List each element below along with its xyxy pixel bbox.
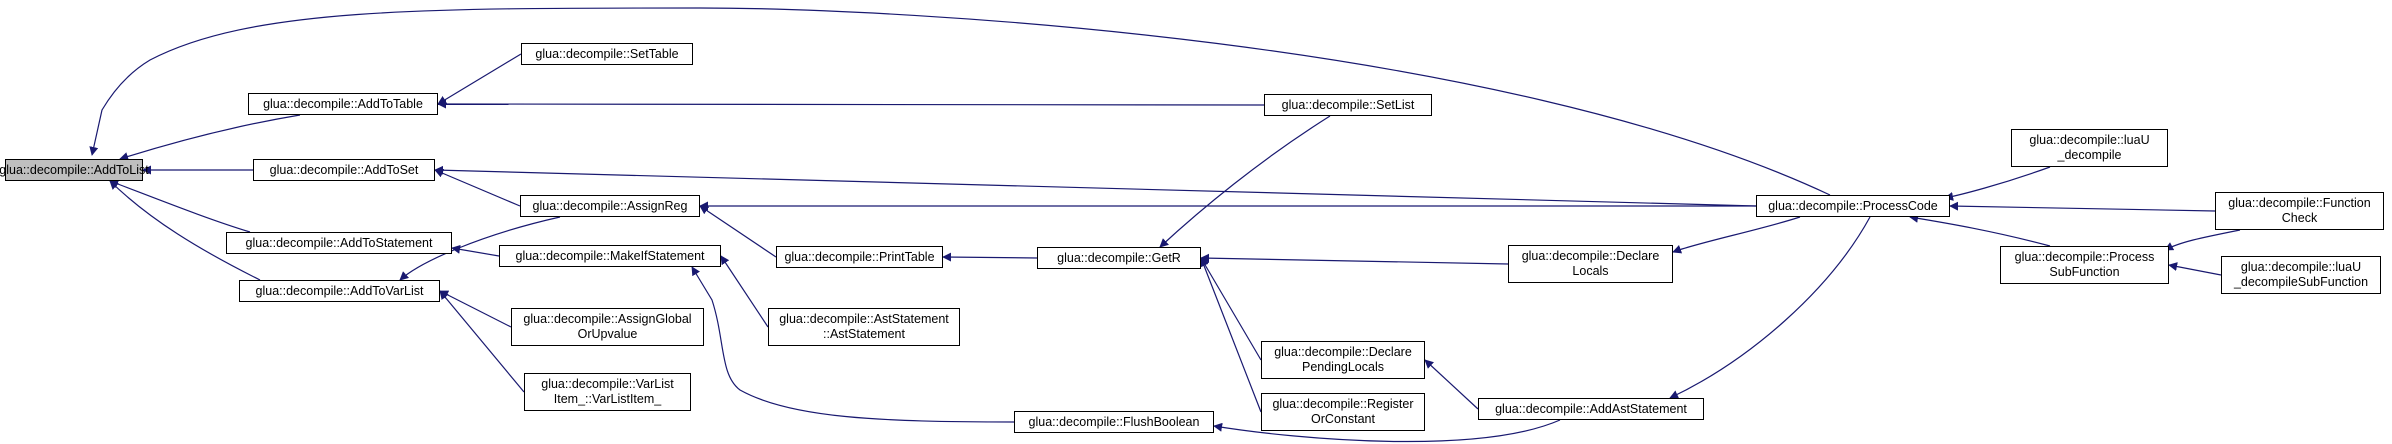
node-addtostatement[interactable]: glua::decompile::AddToStatement [226, 232, 452, 254]
node-label-line: glua::decompile::MakeIfStatement [515, 248, 705, 263]
edge-addtovarlist-to-addtolist [109, 180, 261, 281]
edge-processcode-to-addaststatement [1669, 216, 1871, 399]
node-assignreg[interactable]: glua::decompile::AssignReg [520, 195, 700, 217]
node-label-line: _decompile [2057, 148, 2122, 162]
node-label-line: glua::decompile::Function [2228, 196, 2371, 210]
node-label-line: glua::decompile::luaU [2029, 133, 2150, 147]
node-label-line: glua::decompile::Declare [1274, 345, 1412, 359]
edge-flushboolean-to-makeifstatement [691, 266, 1015, 423]
node-label-line: Locals [1572, 264, 1609, 278]
node-label-line: glua::decompile::AddToSet [269, 162, 419, 177]
node-label-line: glua::decompile::AssignGlobal [523, 312, 692, 326]
node-label-line: PendingLocals [1301, 360, 1384, 374]
edge-processcode-to-addtoset [434, 165, 1757, 207]
node-flushboolean[interactable]: glua::decompile::FlushBoolean [1014, 411, 1214, 433]
edge-declarependinglocals-to-getr [1200, 257, 1262, 361]
node-label-line: glua::decompile::Declare [1521, 249, 1660, 263]
edge-varlistitem-to-addtovarlist [439, 290, 525, 393]
node-label-line: ::AstStatement [823, 327, 905, 341]
node-makeifstatement[interactable]: glua::decompile::MakeIfStatement [499, 245, 721, 267]
node-label-line: glua::decompile::AssignReg [532, 198, 688, 213]
node-label-line: glua::decompile::VarList [541, 377, 674, 391]
node-getr[interactable]: glua::decompile::GetR [1037, 247, 1201, 269]
node-label-line: Check [2281, 211, 2318, 225]
edge-aststatement-to-makeifstatement [720, 255, 769, 328]
edge-setlist-to-addtotable [437, 99, 1265, 109]
node-label-line: glua::decompile::Register [1272, 397, 1414, 411]
edge-makeifstatement-to-addtostatement [451, 244, 500, 257]
node-label-line: glua::decompile::AddToList [0, 162, 149, 177]
edge-functioncheck-to-processcode [1949, 201, 2216, 212]
node-label-line: glua::decompile::GetR [1057, 250, 1181, 265]
edge-printtable-to-assignreg [699, 205, 777, 258]
node-addtovarlist[interactable]: glua::decompile::AddToVarList [239, 280, 440, 302]
node-addtolist: glua::decompile::AddToList [0, 159, 149, 181]
node-aststatement[interactable]: glua::decompile::AstStatement::AstStatem… [768, 308, 960, 346]
node-label-line: glua::decompile::PrintTable [784, 249, 935, 264]
node-label-line: glua::decompile::Process [2014, 250, 2155, 264]
edge-assignreg-to-addtoset [434, 169, 521, 207]
node-label-line: glua::decompile::AddToVarList [255, 283, 424, 298]
edge-processcode-to-addtolist [89, 7, 1831, 196]
node-label-line: glua::decompile::AddAstStatement [1495, 401, 1687, 416]
node-label-line: _decompileSubFunction [2233, 275, 2369, 289]
edge-setlist-to-getr [1159, 115, 1331, 248]
node-label-line: Item_::VarListItem_ [553, 392, 662, 406]
node-label-line: glua::decompile::AddToStatement [245, 235, 433, 250]
node-label-line: glua::decompile::AstStatement [779, 312, 949, 326]
node-luau_decompile[interactable]: glua::decompile::luaU_decompile [2011, 129, 2168, 167]
edge-processcode-to-declarelocals [1672, 216, 1801, 254]
edge-luau_decompile-to-processcode [1944, 166, 2051, 201]
node-addtoset[interactable]: glua::decompile::AddToSet [253, 159, 435, 181]
node-label-line: glua::decompile::SetList [1281, 97, 1415, 112]
node-addtotable[interactable]: glua::decompile::AddToTable [248, 93, 438, 115]
node-printtable[interactable]: glua::decompile::PrintTable [776, 246, 943, 268]
node-label-line: OrUpvalue [577, 327, 638, 341]
edge-settable-to-addtotable [437, 53, 522, 105]
edge-assignreg-to-addtovarlist [399, 216, 561, 281]
edge-addaststatement-to-declarependinglocals [1424, 359, 1479, 410]
node-label-line: OrConstant [1311, 412, 1375, 426]
edge-addtotable-to-addtolist [119, 114, 301, 161]
node-luau_decompilesubfunction[interactable]: glua::decompile::luaU_decompileSubFuncti… [2221, 256, 2381, 294]
edge-processsubfunction-to-processcode [1909, 213, 2051, 247]
edge-luau_decompilesubfunction-to-processsubfunction [2168, 262, 2222, 276]
edge-registerorconstant-to-getr [1199, 257, 1262, 413]
node-label-line: glua::decompile::AddToTable [263, 96, 423, 111]
node-label-line: glua::decompile::FlushBoolean [1028, 414, 1200, 429]
edge-assignglobal-to-addtovarlist [439, 290, 512, 328]
node-settable[interactable]: glua::decompile::SetTable [521, 43, 693, 65]
edge-functioncheck-to-processsubfunction [2164, 229, 2241, 251]
node-label-line: glua::decompile::luaU [2240, 260, 2362, 274]
node-addaststatement[interactable]: glua::decompile::AddAstStatement [1478, 398, 1704, 420]
node-label-line: glua::decompile::ProcessCode [1768, 198, 1938, 213]
node-label-line: glua::decompile::SetTable [535, 46, 679, 61]
edge-addaststatement-to-flushboolean [1213, 419, 1561, 443]
edge-declarelocals-to-getr [1200, 253, 1509, 265]
node-label-line: SubFunction [2049, 265, 2120, 279]
node-processcode[interactable]: glua::decompile::ProcessCode [1756, 195, 1950, 217]
node-setlist[interactable]: glua::decompile::SetList [1264, 94, 1432, 116]
edge-addtostatement-to-addtolist [109, 179, 251, 233]
edge-getr-to-printtable [942, 252, 1038, 262]
